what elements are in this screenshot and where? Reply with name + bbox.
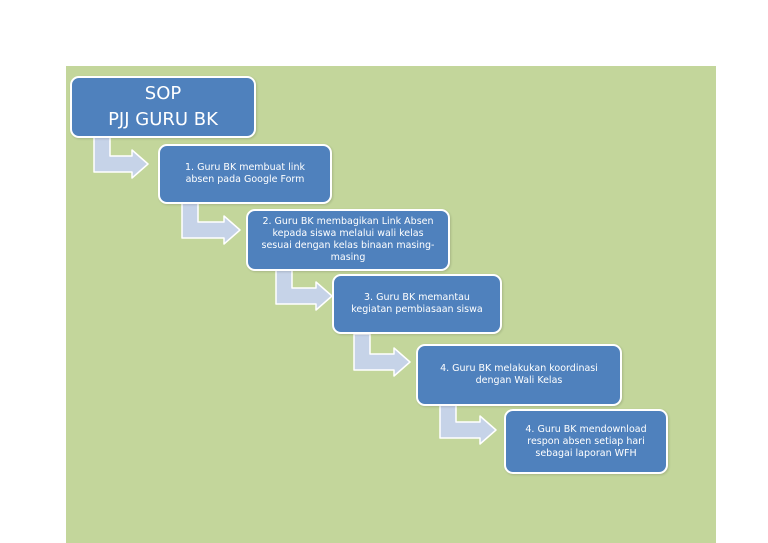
step-5-line-1: 4. Guru BK mendownload [525,423,647,435]
arrow-step4-to-step5 [439,402,497,445]
step-3-box: 3. Guru BK memantau kegiatan pembiasaan … [332,274,502,334]
step-1-line-2: absen pada Google Form [185,174,305,185]
title-line-2: PJJ GURU BK [108,109,218,130]
step-4-box: 4. Guru BK melakukan koordinasi dengan W… [416,344,622,406]
step-2-line-2: kepada siswa melalui wali kelas [272,228,424,239]
step-4-line-1: 4. Guru BK melakukan koordinasi [440,363,598,374]
arrow-title-to-step1 [93,135,149,179]
step-3-line-2: kegiatan pembiasaan siswa [351,304,483,315]
step-2-line-1: 2. Guru BK membagikan Link Absen [262,216,434,227]
arrow-step2-to-step3 [275,267,333,311]
title-line-1: SOP [144,83,182,104]
step-5-line-2: respon absen setiap hari [527,435,645,447]
title-box: SOP PJJ GURU BK [70,76,256,138]
arrow-step1-to-step2 [181,201,241,245]
step-1-line-1: 1. Guru BK membuat link [185,162,305,173]
step-5-box: 4. Guru BK mendownload respon absen seti… [504,409,668,474]
step-2-line-3: sesuai dengan kelas binaan masing- [261,240,435,251]
step-4-line-2: dengan Wali Kelas [475,375,563,386]
step-2-line-4: masing [330,252,366,263]
step-3-line-1: 3. Guru BK memantau [364,292,470,303]
step-1-box: 1. Guru BK membuat link absen pada Googl… [158,144,332,204]
step-5-line-3: sebagai laporan WFH [535,447,637,459]
step-2-box: 2. Guru BK membagikan Link Absen kepada … [246,209,450,271]
arrow-step3-to-step4 [353,333,411,377]
